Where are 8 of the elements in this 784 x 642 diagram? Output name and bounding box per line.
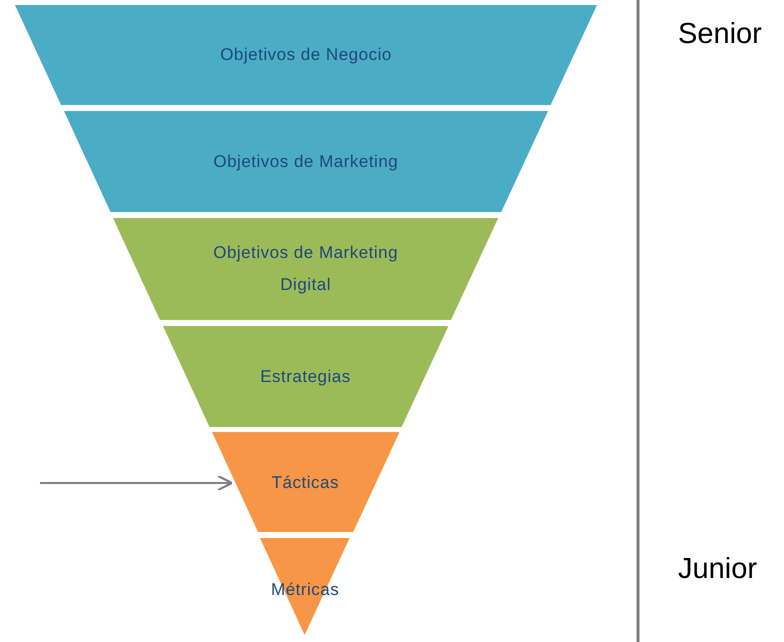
band-label: Objetivos de Marketing xyxy=(213,151,398,173)
band-label: Estrategias xyxy=(260,366,351,388)
scale-label: Junior xyxy=(678,553,757,586)
band-label: Objetivos de Negocio xyxy=(220,44,392,66)
band-label: Objetivos de Marketing Digital xyxy=(212,242,400,296)
band-label: Tácticas xyxy=(272,472,339,494)
scale-label: Senior xyxy=(678,18,762,51)
arrow xyxy=(40,474,234,492)
